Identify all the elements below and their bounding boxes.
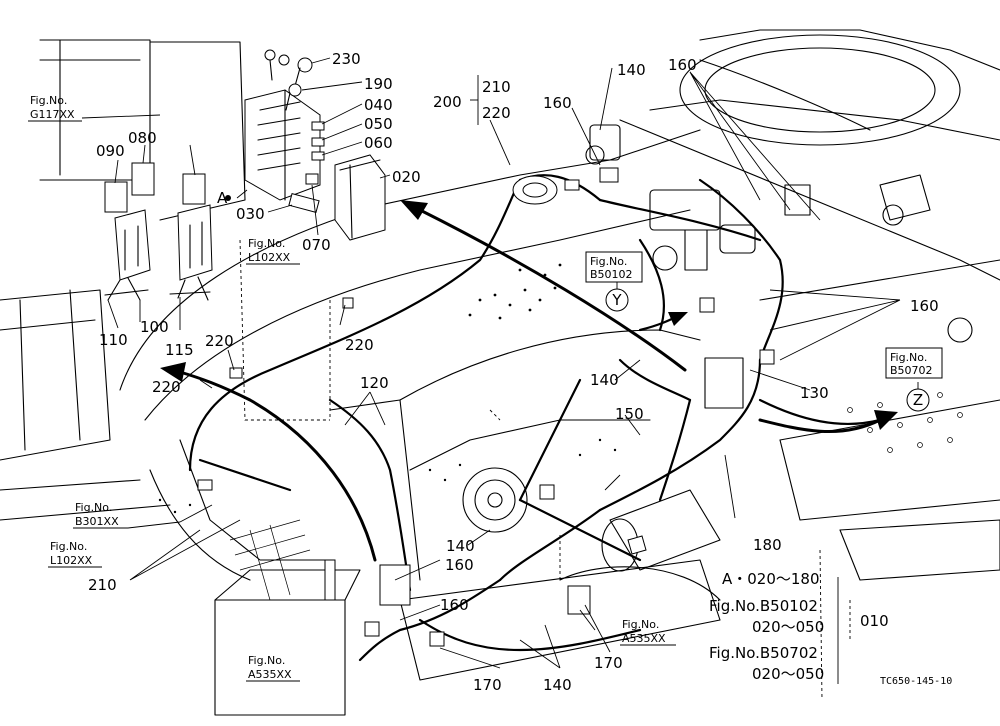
- fig-ref-a535-mid: Fig.No. A535XX: [620, 618, 676, 646]
- label-115: 115: [165, 341, 194, 359]
- part-number-labels: 230 190 040 050 060 020 070 030 A 090 08…: [88, 50, 939, 694]
- label-220-top: 220: [482, 104, 511, 122]
- label-080: 080: [128, 129, 157, 147]
- svg-text:Fig.No.B50702: Fig.No.B50702: [709, 644, 818, 662]
- label-050: 050: [364, 115, 393, 133]
- label-160-c: 160: [910, 297, 939, 315]
- label-150: 150: [615, 405, 644, 423]
- label-160-d: 160: [445, 556, 474, 574]
- svg-text:Fig.No.: Fig.No.: [248, 654, 285, 667]
- label-200: 200: [433, 93, 462, 111]
- svg-text:Fig.No.: Fig.No.: [50, 540, 87, 553]
- label-a: A: [217, 189, 228, 207]
- label-220-a: 220: [205, 332, 234, 350]
- svg-text:020～050: 020～050: [752, 665, 824, 683]
- label-160-a: 160: [543, 94, 572, 112]
- label-230: 230: [332, 50, 361, 68]
- label-180: 180: [753, 536, 782, 554]
- fig-ref-g117: Fig.No. G117XX: [28, 94, 82, 122]
- svg-text:Fig.No.: Fig.No.: [590, 255, 627, 268]
- svg-text:G117XX: G117XX: [30, 108, 75, 121]
- svg-text:020～050: 020～050: [752, 618, 824, 636]
- svg-text:Fig.No.: Fig.No.: [30, 94, 67, 107]
- dashed-reference-lines: [239, 239, 851, 701]
- label-100: 100: [140, 318, 169, 336]
- fig-ref-b50102: Fig.No. B50102: [585, 251, 643, 283]
- svg-text:Z: Z: [913, 391, 923, 409]
- svg-text:A・020～180: A・020～180: [722, 570, 820, 588]
- label-220-c: 220: [345, 336, 374, 354]
- harness-connectors: [197, 167, 775, 647]
- fig-ref-b50702: Fig.No. B50702: [885, 347, 943, 379]
- svg-text:Fig.No.B50102: Fig.No.B50102: [709, 597, 818, 615]
- svg-text:Fig.No.: Fig.No.: [248, 237, 285, 250]
- tractor-line-art: [0, 29, 1000, 716]
- label-090: 090: [96, 142, 125, 160]
- svg-text:A535XX: A535XX: [622, 632, 666, 645]
- svg-text:Fig.No.: Fig.No.: [890, 351, 927, 364]
- circle-z-marker: Z: [906, 382, 930, 412]
- label-030: 030: [236, 205, 265, 223]
- label-220-b: 220: [152, 378, 181, 396]
- drawing-code: TC650-145-10: [880, 676, 952, 687]
- label-210-top: 210: [482, 78, 511, 96]
- label-140-b: 140: [590, 371, 619, 389]
- label-040: 040: [364, 96, 393, 114]
- label-160-b: 160: [668, 56, 697, 74]
- svg-text:Fig.No.: Fig.No.: [75, 501, 112, 514]
- label-190: 190: [364, 75, 393, 93]
- svg-text:A535XX: A535XX: [248, 668, 292, 681]
- fuse-box-assembly: [104, 49, 386, 301]
- circle-y-marker: Y: [605, 282, 629, 312]
- label-070: 070: [302, 236, 331, 254]
- fig-ref-l102-bottom: Fig.No. L102XX: [48, 540, 102, 568]
- svg-text:B50102: B50102: [590, 268, 633, 281]
- label-140-c: 140: [446, 537, 475, 555]
- label-170-a: 170: [473, 676, 502, 694]
- svg-text:B50702: B50702: [890, 364, 933, 377]
- label-160-e: 160: [440, 596, 469, 614]
- wiring-harness: [188, 174, 882, 662]
- svg-text:L102XX: L102XX: [50, 554, 93, 567]
- label-140-a: 140: [617, 61, 646, 79]
- assembly-legend: A・020～180 Fig.No.B50102 020～050 Fig.No.B…: [709, 570, 839, 684]
- label-110: 110: [99, 331, 128, 349]
- label-210-bottom: 210: [88, 576, 117, 594]
- label-140-d: 140: [543, 676, 572, 694]
- fig-ref-b301: Fig.No. B301XX: [73, 501, 181, 529]
- callout-arrows: [160, 200, 898, 562]
- fig-ref-a535-bottom: Fig.No. A535XX: [246, 654, 300, 682]
- svg-text:Y: Y: [611, 291, 622, 309]
- svg-text:B301XX: B301XX: [75, 515, 119, 528]
- leader-lines: [81, 57, 901, 669]
- label-020: 020: [392, 168, 421, 186]
- svg-text:L102XX: L102XX: [248, 251, 291, 264]
- label-170-b: 170: [594, 654, 623, 672]
- svg-text:Fig.No.: Fig.No.: [622, 618, 659, 631]
- label-010: 010: [860, 612, 889, 630]
- fig-ref-l102-top: Fig.No. L102XX: [246, 237, 300, 265]
- label-060: 060: [364, 134, 393, 152]
- label-120: 120: [360, 374, 389, 392]
- label-130: 130: [800, 384, 829, 402]
